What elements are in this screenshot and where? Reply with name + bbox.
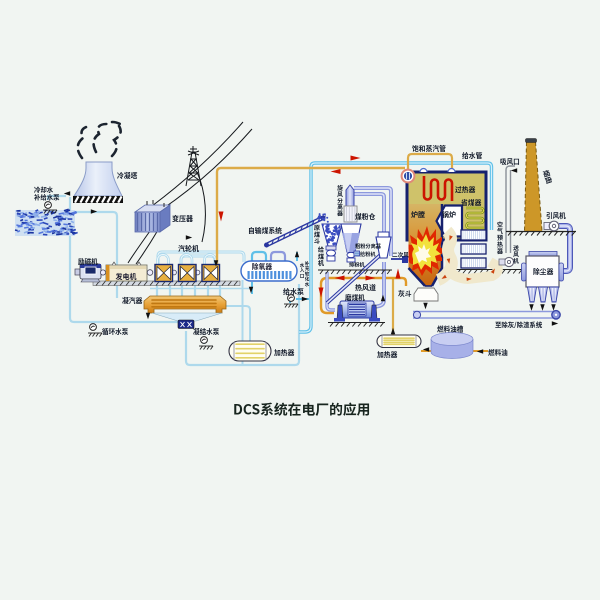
svg-text:煤: 煤 [318,252,325,261]
svg-text:水: 水 [300,262,305,269]
svg-text:粗粉分离器: 粗粉分离器 [355,242,382,250]
svg-text:凝结水泵: 凝结水泵 [193,326,220,336]
svg-text:入: 入 [300,268,305,274]
svg-text:磨煤机: 磨煤机 [345,292,365,302]
svg-text:二次风: 二次风 [392,251,409,259]
svg-text:过热器: 过热器 [455,184,476,194]
svg-text:给水管: 给水管 [462,150,483,160]
svg-text:加热器: 加热器 [377,349,398,359]
svg-text:补给水泵: 补给水泵 [34,193,60,202]
svg-text:凝汽器: 凝汽器 [122,295,143,305]
svg-text:引风机: 引风机 [546,210,566,220]
svg-text:饱和蒸汽管: 饱和蒸汽管 [412,143,446,153]
svg-text:风: 风 [513,249,519,258]
svg-text:至除灰/除渣系统: 至除灰/除渣系统 [495,320,543,329]
svg-text:斗: 斗 [314,237,320,246]
svg-text:除氧器: 除氧器 [252,261,273,271]
svg-text:变压器: 变压器 [172,214,193,224]
svg-text:水: 水 [305,281,310,288]
svg-text:热风道: 热风道 [355,283,376,293]
svg-text:风: 风 [337,189,343,198]
svg-text:器: 器 [337,209,343,218]
svg-text:给: 给 [318,245,325,254]
svg-text:器: 器 [497,246,503,255]
svg-text:汽轮机: 汽轮机 [178,244,199,254]
svg-text:送: 送 [513,243,519,252]
svg-text:烟囱: 烟囱 [540,169,554,185]
svg-text:预: 预 [497,233,503,242]
svg-text:吸风口: 吸风口 [500,156,520,166]
svg-text:冷却水: 冷却水 [34,185,54,194]
svg-text:煤: 煤 [314,230,321,239]
svg-text:空: 空 [497,220,503,229]
svg-text:除尘器: 除尘器 [533,266,554,276]
svg-text:冷凝塔: 冷凝塔 [117,170,138,180]
svg-text:锅炉: 锅炉 [442,210,456,220]
svg-text:给水泵: 给水泵 [283,287,304,297]
svg-text:热: 热 [497,240,503,249]
svg-text:循环水泵: 循环水泵 [102,326,129,336]
svg-text:省煤器: 省煤器 [461,197,482,207]
svg-text:软: 软 [305,270,310,277]
svg-text:气: 气 [497,227,503,236]
svg-text:灰斗: 灰斗 [398,288,412,298]
svg-text:原: 原 [314,223,320,232]
svg-text:机: 机 [318,259,325,268]
svg-text:自输煤系统: 自输煤系统 [248,225,282,235]
svg-text:化: 化 [305,276,310,283]
svg-text:排粉机: 排粉机 [349,261,365,269]
svg-text:励磁机: 励磁机 [78,256,98,266]
svg-text:充: 充 [305,265,310,272]
svg-text:发电机: 发电机 [116,272,137,282]
svg-text:机: 机 [513,256,519,265]
svg-text:口: 口 [300,273,305,279]
svg-text:燃料油槽: 燃料油槽 [437,324,464,334]
svg-text:补: 补 [305,260,310,267]
svg-text:煤粉仓: 煤粉仓 [355,211,376,221]
svg-text:DCS系统在电厂的应用: DCS系统在电厂的应用 [233,399,370,419]
svg-text:炉膛: 炉膛 [411,210,425,220]
svg-text:旋: 旋 [337,183,343,192]
svg-text:燃料油: 燃料油 [488,347,508,357]
svg-text:分: 分 [337,196,343,205]
svg-text:给粉机: 给粉机 [360,250,376,258]
svg-text:离: 离 [337,202,343,211]
svg-text:加热器: 加热器 [274,347,295,357]
